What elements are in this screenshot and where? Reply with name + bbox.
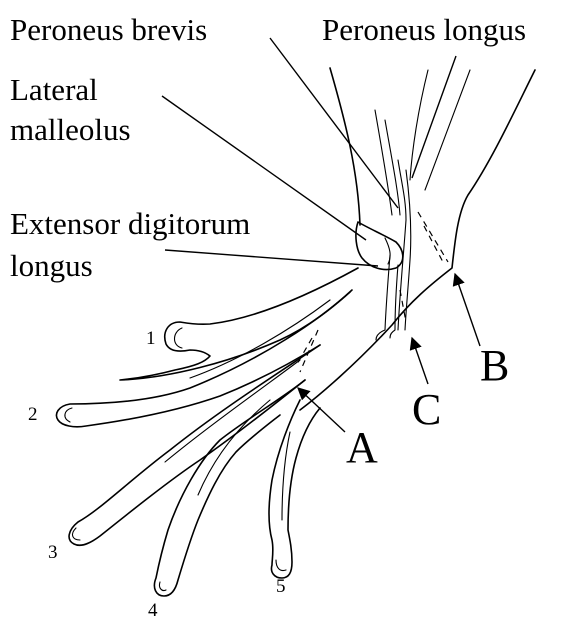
label-lateral-malleolus-line1: Lateral (10, 72, 98, 107)
toe-2 (57, 290, 353, 427)
leader-a (298, 388, 345, 432)
label-peroneus-longus: Peroneus longus (322, 12, 526, 47)
leader-peroneus-longus (412, 56, 456, 178)
digit-label-3: 3 (48, 542, 58, 563)
label-peroneus-brevis: Peroneus brevis (10, 12, 207, 47)
label-point-a: A (346, 423, 378, 472)
dashed-markings (296, 212, 448, 372)
toe-1 (120, 268, 358, 380)
leader-extensor (165, 250, 378, 266)
label-lateral-malleolus-line2: malleolus (10, 112, 131, 147)
label-extensor-line1: Extensor digitorum (10, 206, 250, 241)
digit-label-2: 2 (28, 404, 38, 425)
toe-5 (269, 400, 320, 578)
leader-c (412, 338, 428, 384)
digit-label-4: 4 (148, 600, 158, 618)
leader-b (455, 274, 480, 346)
label-extensor-line2: longus (10, 248, 93, 283)
label-point-b: B (480, 341, 509, 390)
labels: Peroneus brevis Peroneus longus Lateral … (10, 12, 526, 618)
digit-label-1: 1 (146, 328, 156, 349)
leader-peroneus-brevis (270, 38, 398, 208)
digit-label-5: 5 (276, 576, 286, 597)
label-point-c: C (412, 385, 441, 434)
